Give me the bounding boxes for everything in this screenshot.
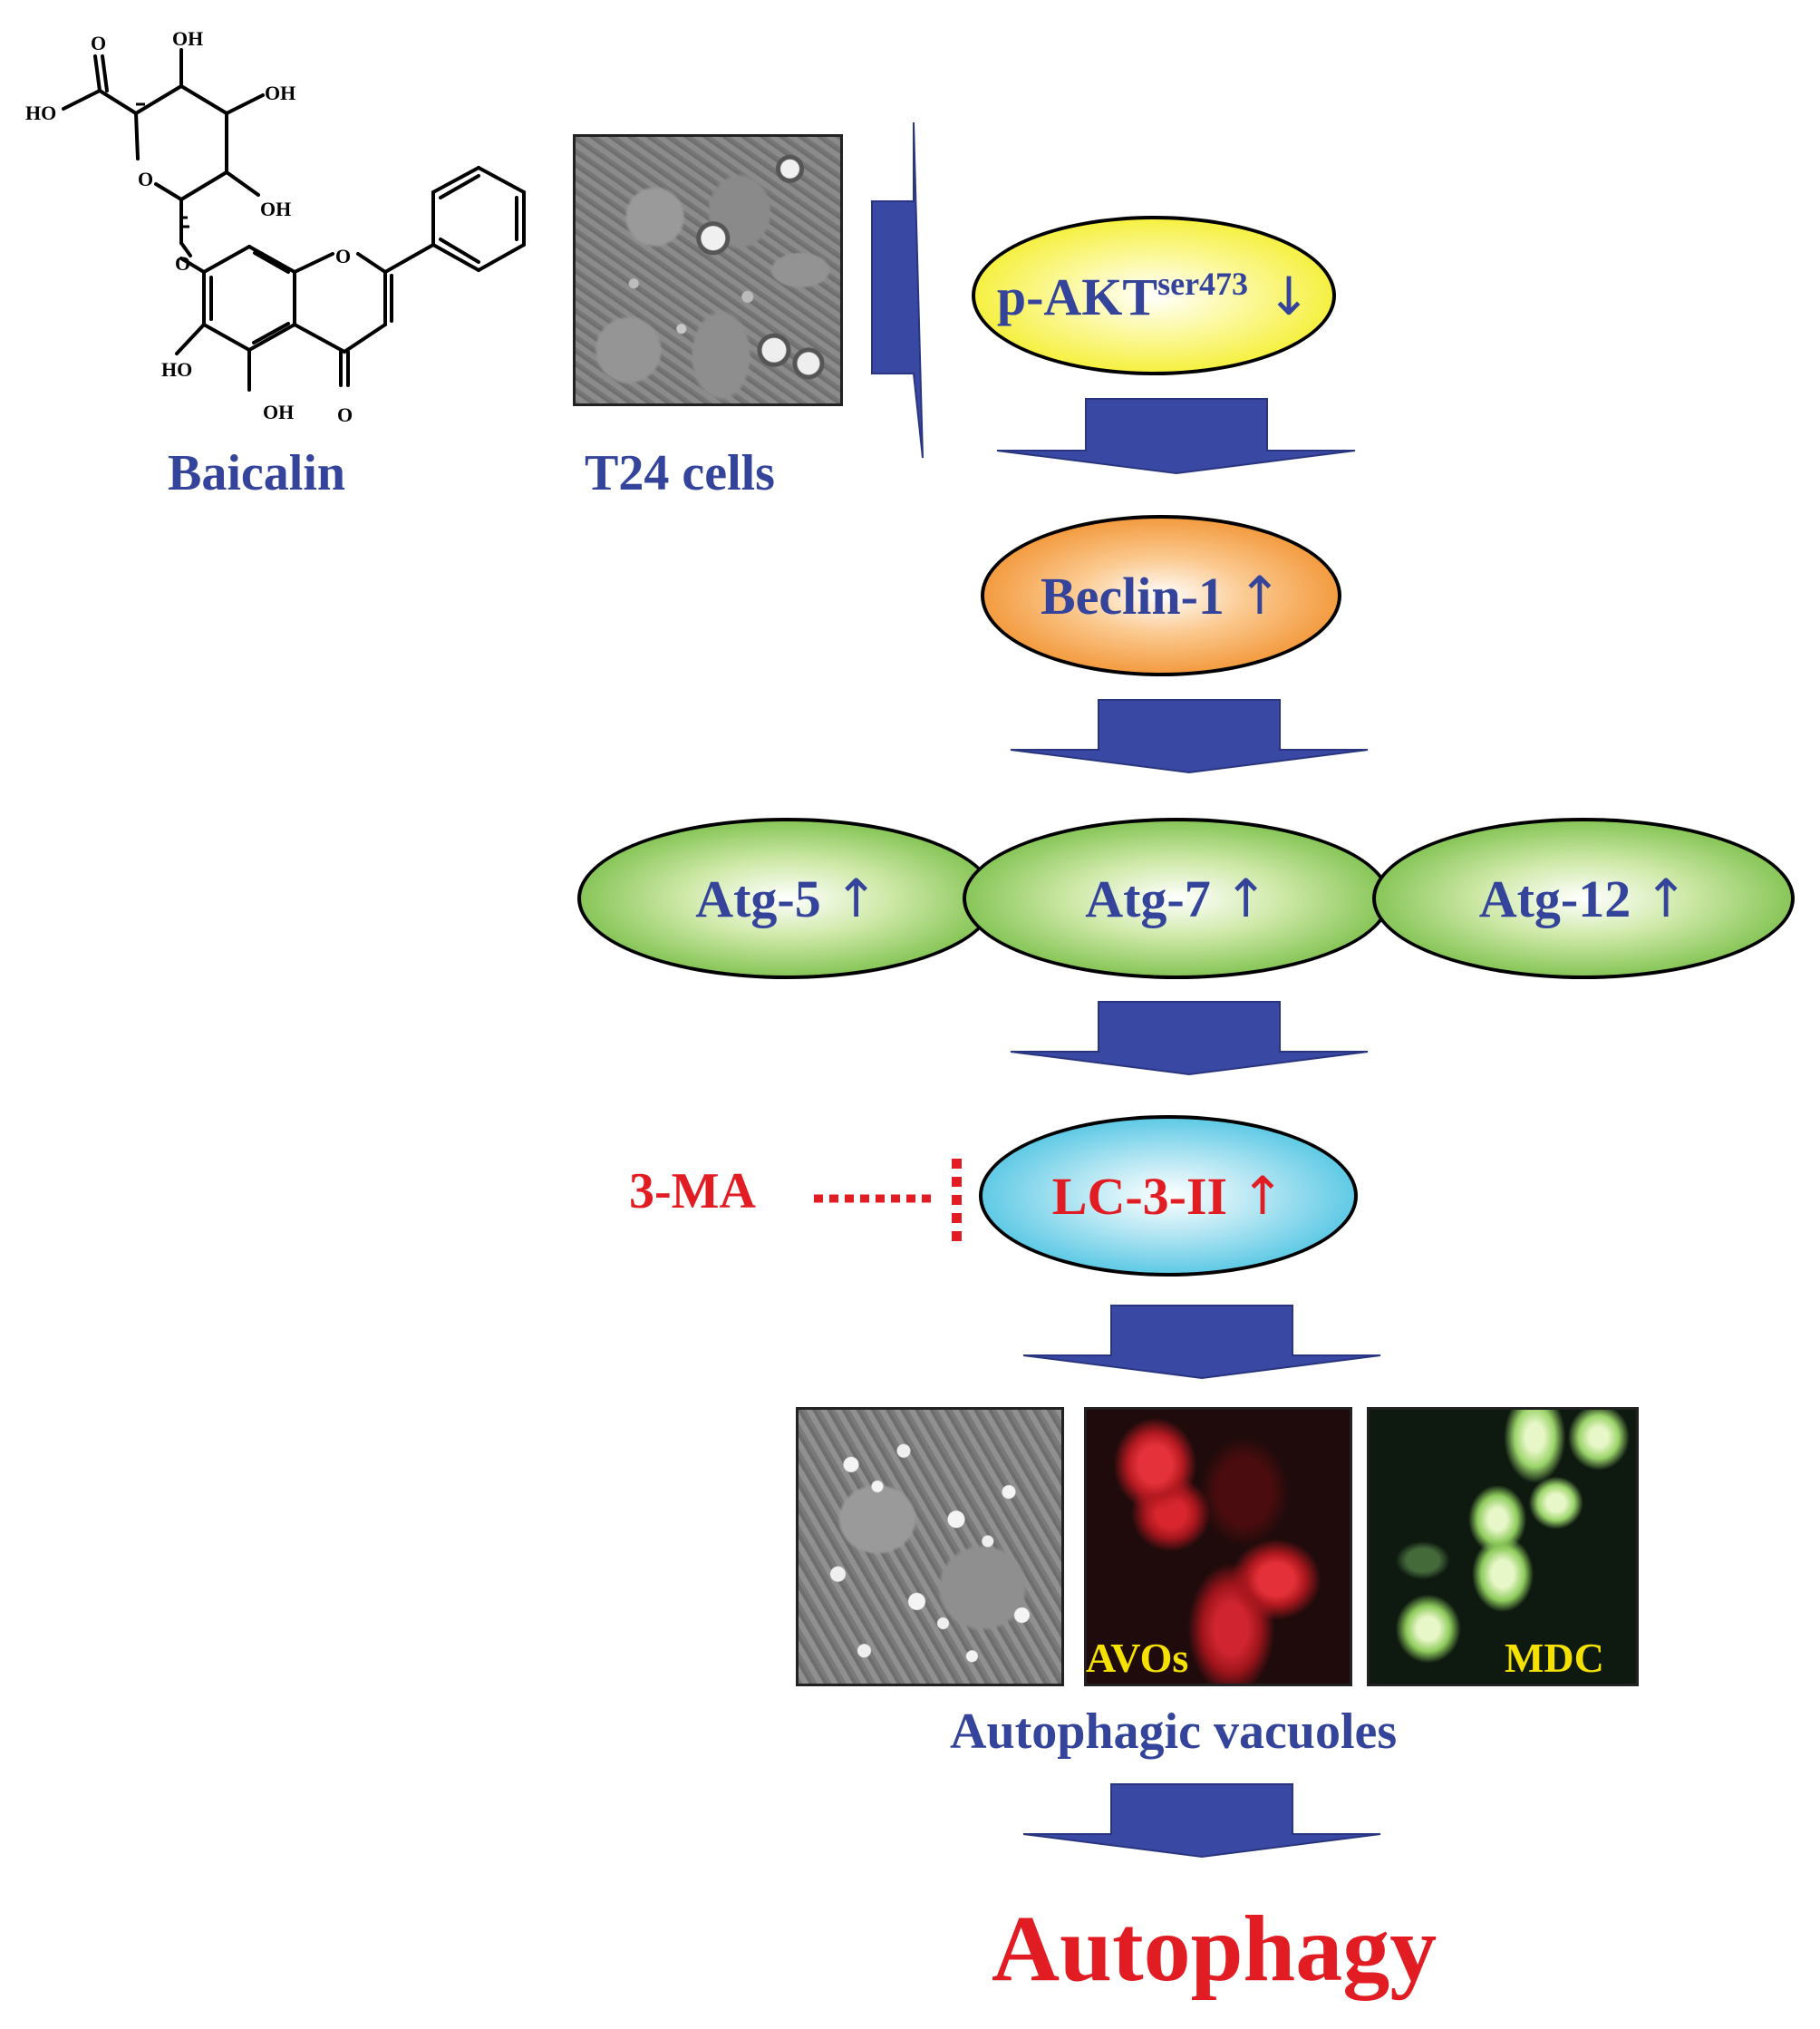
down-arrow-4 bbox=[1022, 1305, 1381, 1380]
p-akt-site: ser473 bbox=[1157, 265, 1249, 302]
node-atg-5: Atg-5 ↑ bbox=[577, 818, 996, 979]
atom-oh-right: OH bbox=[265, 82, 295, 104]
mdc-label: MDC bbox=[1505, 1635, 1604, 1681]
node-atg-12: Atg-12 ↑ bbox=[1372, 818, 1795, 979]
atom-o-chromone: O bbox=[335, 245, 351, 267]
down-arrow-5 bbox=[1022, 1783, 1381, 1859]
inhibitor-3-ma-label: 3-MA bbox=[629, 1163, 756, 1219]
up-arrow-icon: ↑ bbox=[834, 868, 878, 929]
avos-label: AVOs bbox=[1086, 1635, 1189, 1681]
atg-7-name: Atg-7 bbox=[1085, 869, 1211, 928]
t24-cells-label: T24 cells bbox=[585, 445, 775, 501]
node-lc-3-ii: LC-3-II ↑ bbox=[979, 1115, 1358, 1277]
node-atg-12-label: Atg-12 ↑ bbox=[1479, 868, 1689, 929]
t24-cells-micrograph bbox=[573, 134, 843, 406]
atg-12-name: Atg-12 bbox=[1478, 869, 1631, 928]
up-arrow-icon: ↑ bbox=[1240, 1165, 1285, 1227]
down-arrow-icon: ↓ bbox=[1266, 265, 1312, 327]
atom-ho-acid: HO bbox=[25, 102, 56, 124]
lc-3-ii-name: LC-3-II bbox=[1051, 1167, 1228, 1226]
atom-o-ring: O bbox=[138, 168, 153, 190]
right-arrow bbox=[871, 121, 924, 459]
node-atg-5-label: Atg-5 ↑ bbox=[695, 868, 878, 929]
inhibition-bar bbox=[952, 1159, 962, 1241]
atom-o-carbonyl-acid: O bbox=[91, 32, 106, 54]
down-arrow-3 bbox=[1010, 1001, 1369, 1076]
mdc-fluorescence-micrograph bbox=[1367, 1407, 1639, 1686]
atom-ho-left: HO bbox=[161, 358, 192, 381]
up-arrow-icon: ↑ bbox=[1237, 565, 1283, 626]
beclin-1-name: Beclin-1 bbox=[1040, 567, 1225, 626]
vacuole-phase-micrograph bbox=[796, 1407, 1064, 1686]
node-atg-7-label: Atg-7 ↑ bbox=[1085, 868, 1268, 929]
p-akt-name: p-AKT bbox=[996, 267, 1158, 326]
node-p-akt: p-AKTser473 ↓ bbox=[972, 216, 1336, 375]
up-arrow-icon: ↑ bbox=[1643, 868, 1689, 929]
down-arrow-1 bbox=[996, 398, 1356, 475]
atom-oh-top: OH bbox=[172, 27, 203, 50]
baicalin-structure: O HO OH OH O OH O O HO OH O bbox=[25, 27, 526, 426]
node-beclin-1: Beclin-1 ↑ bbox=[981, 515, 1341, 676]
node-beclin-1-label: Beclin-1 ↑ bbox=[1041, 565, 1282, 626]
node-lc-3-ii-label: LC-3-II ↑ bbox=[1052, 1165, 1284, 1227]
node-atg-7: Atg-7 ↑ bbox=[963, 818, 1390, 979]
up-arrow-icon: ↑ bbox=[1224, 868, 1268, 929]
autophagy-outcome-label: Autophagy bbox=[992, 1897, 1438, 2001]
atom-oh-bottom: OH bbox=[263, 401, 294, 423]
atg-5-name: Atg-5 bbox=[695, 869, 821, 928]
atom-o-ketone: O bbox=[337, 403, 353, 426]
avos-fluorescence-micrograph bbox=[1084, 1407, 1352, 1686]
atom-oh-lower: OH bbox=[260, 198, 291, 220]
down-arrow-2 bbox=[1010, 699, 1369, 774]
atom-o-link: O bbox=[175, 252, 190, 275]
node-p-akt-label: p-AKTser473 ↓ bbox=[997, 265, 1311, 327]
baicalin-label: Baicalin bbox=[168, 445, 346, 501]
autophagic-vacuoles-label: Autophagic vacuoles bbox=[950, 1704, 1398, 1760]
